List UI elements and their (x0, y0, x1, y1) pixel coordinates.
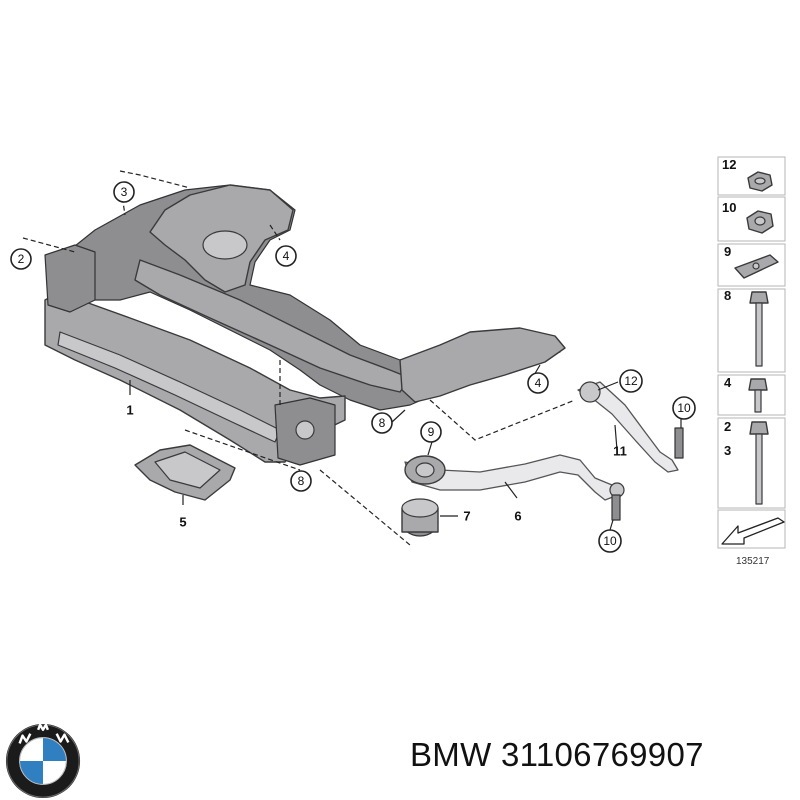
legend-label-3: 3 (724, 443, 731, 458)
leader-lines (22, 170, 682, 546)
underbody-plate (134, 444, 236, 501)
callout-1-label: 1 (126, 403, 133, 418)
callout-4-right-label: 4 (535, 376, 542, 390)
direction-arrow-icon (721, 517, 785, 545)
long-bolt-icon (749, 291, 769, 367)
flange-nut-icon (747, 171, 773, 192)
callout-8-left: 8 (290, 470, 312, 492)
callout-10-bottom: 10 (598, 529, 622, 553)
legend-label-2: 2 (724, 419, 731, 434)
control-arm (404, 454, 625, 521)
callout-8-mid-label: 8 (379, 416, 386, 430)
callout-5: 5 (179, 515, 186, 530)
callout-2-label: 2 (18, 252, 25, 266)
callout-8-mid: 8 (371, 412, 393, 434)
callout-12: 12 (619, 369, 643, 393)
callout-8-left-label: 8 (298, 474, 305, 488)
fastener-legend: 12 10 9 8 4 2 3 (717, 156, 786, 567)
legend-label-9: 9 (724, 244, 731, 259)
bushing (401, 498, 439, 537)
callout-6-label: 6 (514, 509, 521, 524)
callout-10-right-label: 10 (677, 401, 691, 415)
tension-strut (577, 381, 684, 473)
short-bolt-icon (748, 378, 768, 413)
callout-6: 6 (514, 509, 521, 524)
callout-9-label: 9 (428, 425, 435, 439)
callout-10-right: 10 (672, 396, 696, 420)
callout-5-label: 5 (179, 515, 186, 530)
collar-nut-icon (746, 210, 774, 234)
callout-3-label: 3 (121, 185, 128, 199)
bmw-logo (5, 723, 81, 799)
front-subframe (44, 184, 566, 466)
callout-3: 3 (113, 181, 135, 203)
callout-2: 2 (10, 248, 32, 270)
callout-4-top: 4 (275, 245, 297, 267)
callout-4-right: 4 (527, 372, 549, 394)
figure-id: 135217 (736, 556, 770, 567)
legend-label-4: 4 (724, 375, 732, 390)
legend-label-12: 12 (722, 157, 736, 172)
callout-12-label: 12 (624, 374, 638, 388)
long-bolt-icon (749, 421, 769, 505)
bracket-clip-icon (734, 254, 779, 279)
callout-11-label: 11 (613, 444, 627, 459)
callout-11: 11 (613, 444, 627, 459)
callout-9: 9 (420, 421, 442, 443)
callout-1: 1 (126, 403, 133, 418)
legend-label-10: 10 (722, 200, 736, 215)
callout-4-top-label: 4 (283, 249, 290, 263)
callout-10-bottom-label: 10 (603, 534, 617, 548)
legend-label-8: 8 (724, 288, 731, 303)
callout-7: 7 (463, 509, 470, 524)
part-number-caption: BMW 31106769907 (410, 736, 704, 773)
callout-7-label: 7 (463, 509, 470, 524)
